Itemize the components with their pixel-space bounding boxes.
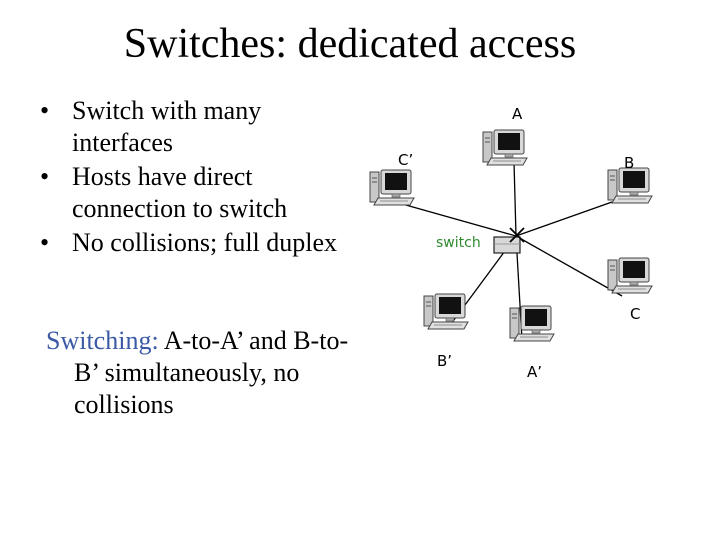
host-B-prime: B’ (423, 293, 469, 370)
switching-text-line-3: collisions (74, 390, 174, 419)
desktop-computer-icon (607, 167, 653, 204)
switch-label: switch (436, 235, 481, 251)
switching-label: Switching: (46, 326, 159, 355)
slide-title: Switches: dedicated access (123, 21, 577, 67)
bullet-1-line-2: interfaces (72, 128, 174, 157)
host-C-prime-label: C’ (398, 151, 413, 169)
bullet-2-line-2: connection to switch (72, 194, 288, 223)
bullet-item-3: • No collisions; full duplex (40, 228, 338, 257)
desktop-computer-icon (423, 293, 469, 330)
link-to-B (515, 201, 613, 237)
bullet-list: • Switch with many interfaces • Hosts ha… (40, 95, 380, 261)
bullet-1-line-1: Switch with many (72, 96, 262, 125)
switching-text-line-2: B’ simultaneously, no (74, 358, 300, 387)
link-to-A (513, 161, 517, 237)
host-C: C (607, 257, 653, 323)
host-A-prime-label: A’ (527, 363, 542, 381)
desktop-computer-icon (509, 305, 555, 342)
host-B-prime-label: B’ (437, 352, 452, 370)
bullet-3-line-1: No collisions; full duplex (72, 228, 338, 257)
bullet-2-line-1: Hosts have direct (72, 162, 253, 191)
host-C-prime: C’ (369, 151, 415, 206)
bullet-item-1: • Switch with many interfaces (40, 96, 262, 157)
host-C-label: C (630, 305, 640, 323)
switching-note: Switching: A-to-A’ and B-to- B’ simultan… (46, 325, 386, 421)
switching-text-line-1: A-to-A’ and B-to- (158, 326, 349, 355)
host-A-label: A (512, 105, 523, 123)
desktop-computer-icon (369, 169, 415, 206)
switch-icon (493, 227, 525, 254)
link-to-C (515, 235, 623, 297)
host-B-label: B (624, 154, 634, 172)
desktop-computer-icon (482, 129, 528, 166)
desktop-computer-icon (607, 257, 653, 294)
bullet-item-2: • Hosts have direct connection to switch (40, 162, 288, 223)
host-A-prime: A’ (509, 305, 555, 381)
host-A: A (482, 105, 528, 166)
link-to-C-prime (387, 199, 517, 237)
host-B: B (607, 154, 653, 204)
